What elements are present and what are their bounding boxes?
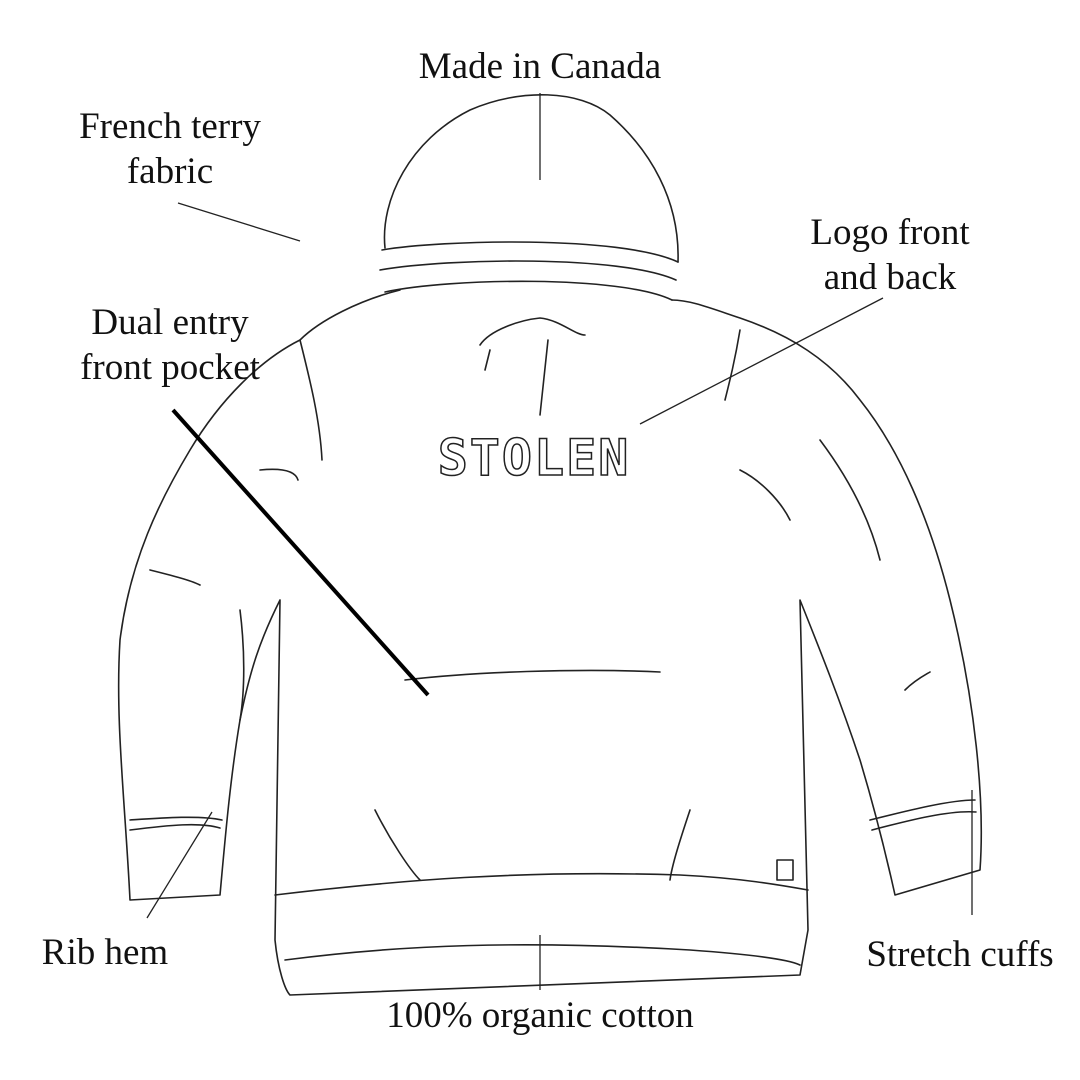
label-fabric-line2: fabric: [126, 151, 214, 192]
body-outline: [117, 289, 983, 996]
drawstrings: [479, 317, 586, 416]
label-material: 100% organic cotton: [386, 995, 694, 1036]
chest-logo: STOLEN: [438, 429, 631, 487]
label-pocket-line1: Dual entry: [91, 302, 249, 343]
label-cuffs: Stretch cuffs: [866, 934, 1054, 975]
leader-pocket: [171, 408, 430, 697]
hem-band: [274, 872, 809, 966]
label-hem: Rib hem: [41, 932, 169, 973]
left-cuff: [129, 816, 223, 831]
label-pocket-line2: front pocket: [80, 347, 260, 388]
label-pocket: Dual entry front pocket: [55, 300, 285, 390]
front-pocket: [374, 669, 691, 881]
right-cuff: [869, 799, 977, 831]
leader-logo: [639, 297, 884, 425]
label-logo: Logo front and back: [780, 210, 1000, 300]
label-fabric: French terry fabric: [50, 104, 290, 194]
hood-rim: [379, 241, 679, 301]
label-fabric-line1: French terry: [79, 106, 261, 147]
label-logo-line2: and back: [823, 257, 957, 298]
hem-tag: [776, 859, 794, 881]
label-logo-line1: Logo front: [810, 212, 970, 253]
leader-fabric: [177, 202, 301, 242]
leader-hem: [146, 811, 213, 919]
fabric-folds: [149, 329, 931, 721]
hood-outline: [383, 93, 679, 263]
label-made-in: Made in Canada: [418, 46, 662, 87]
